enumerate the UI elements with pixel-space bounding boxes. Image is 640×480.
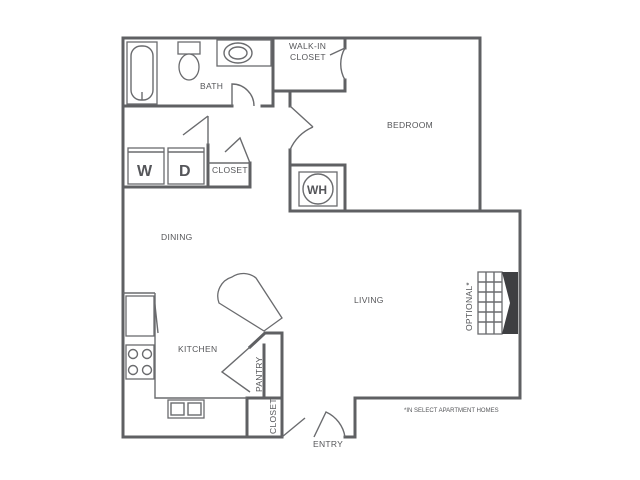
- entry-closet-door: [281, 417, 306, 438]
- stove: [125, 344, 155, 380]
- refrigerator: [125, 295, 159, 337]
- fireplace: [477, 271, 518, 335]
- optional-label: OPTIONAL*: [464, 282, 474, 331]
- kitchen-label: KITCHEN: [178, 344, 217, 354]
- entry-door: [313, 411, 346, 438]
- pantry-label: PANTRY: [254, 356, 264, 392]
- bath-sink: [216, 39, 272, 67]
- washer-label: W: [137, 163, 153, 180]
- doors: [182, 47, 346, 438]
- hall-door: [182, 115, 209, 145]
- island-counter: [217, 272, 283, 332]
- pantry-door: [220, 346, 251, 393]
- living-label: LIVING: [354, 295, 384, 305]
- water-heater: WH: [298, 171, 338, 207]
- dryer: D: [167, 147, 205, 185]
- toilet: [177, 41, 201, 81]
- outer-walls: [121, 36, 522, 439]
- dining-label: DINING: [161, 232, 193, 242]
- bath-door: [231, 83, 255, 107]
- bedroom-label: BEDROOM: [387, 120, 433, 130]
- bathtub: [126, 41, 158, 105]
- walk-in-closet-door: [329, 47, 346, 81]
- water-heater-label: WH: [307, 183, 327, 197]
- walk-in-closet-label-line1: WALK-IN: [289, 41, 326, 51]
- washer: W: [127, 147, 165, 185]
- footnote: *IN SELECT APARTMENT HOMES: [404, 408, 499, 414]
- bedroom-door: [289, 105, 314, 151]
- laundry-closet-door: [224, 136, 251, 164]
- entry-closet-label: CLOSET: [268, 398, 278, 434]
- laundry-closet-label: CLOSET: [212, 165, 248, 175]
- interior-walls: [121, 36, 482, 439]
- fireplace-hearth: [502, 272, 518, 334]
- kitchen-sink: [167, 399, 205, 419]
- dryer-label: D: [179, 163, 191, 180]
- entry-label: ENTRY: [313, 439, 343, 449]
- bath-label: BATH: [200, 81, 223, 91]
- walk-in-closet-label-line2: CLOSET: [290, 52, 326, 62]
